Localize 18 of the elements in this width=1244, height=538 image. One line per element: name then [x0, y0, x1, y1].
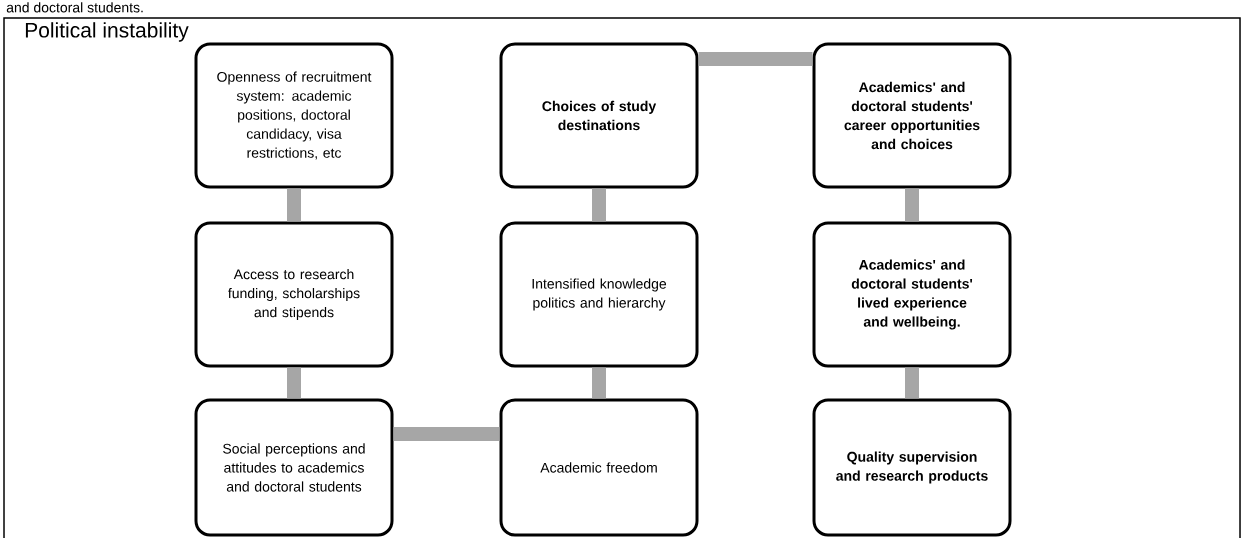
text-box: Social perceptions and attitudes to academics and doctoral students — [194, 398, 394, 537]
connector-bar — [698, 52, 813, 66]
connector-bar — [592, 367, 606, 399]
text-box: Choices of study destinations — [499, 42, 699, 189]
text-box: Academics' and doctoral students' lived experience and wellbeing. — [812, 221, 1012, 368]
connector-bar — [287, 367, 301, 399]
connector-bar — [287, 188, 301, 222]
text-box: Quality supervision and research products — [812, 398, 1012, 537]
text-box: Access to research funding, scholarships and stipends — [194, 221, 394, 368]
connector-bar — [905, 188, 919, 222]
caption: and doctoral students. — [6, 2, 143, 13]
connector-bar — [393, 427, 500, 441]
text-box: Openness of recruitment system: academic positions, doctoral candidacy, visa restrictions, etc — [194, 42, 394, 189]
connector-bar — [905, 367, 919, 399]
text-box: Academics' and doctoral students' career opportunities and choices — [812, 42, 1012, 189]
connector-bar — [592, 188, 606, 222]
text-box: Academic freedom — [499, 398, 699, 537]
text-box: Intensified knowledge politics and hierarchy — [499, 221, 699, 368]
